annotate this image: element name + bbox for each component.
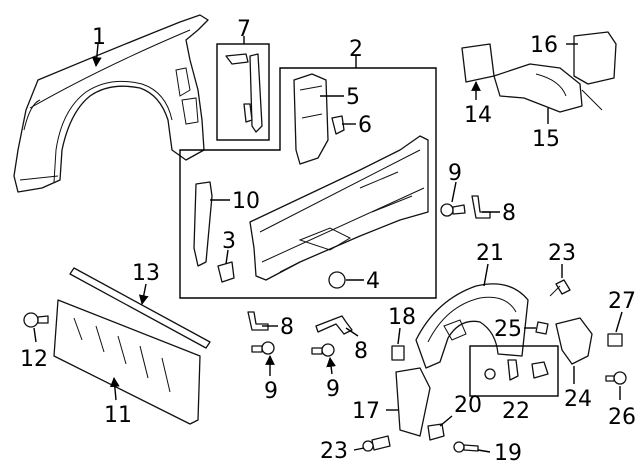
vertical-strip-part	[193, 181, 213, 267]
callout-1: 1	[92, 25, 106, 50]
leader-1	[91, 43, 102, 67]
clip-part-27	[607, 333, 623, 347]
callout-18: 18	[388, 305, 416, 330]
leader-20	[439, 415, 453, 427]
front-panel-part	[249, 135, 429, 281]
part-2-group-box	[179, 67, 437, 299]
bolt-part-9-upper	[440, 203, 466, 217]
wheelhouse-liner-part	[415, 283, 529, 369]
callout-11: 11	[104, 403, 132, 428]
callout-4: 4	[366, 269, 380, 294]
callout-9-upper: 9	[448, 161, 462, 186]
callout-10: 10	[232, 189, 260, 214]
callout-5: 5	[346, 85, 360, 110]
top-rail-strip-part	[69, 267, 211, 349]
grommet-part	[328, 271, 346, 289]
leader-9-middle	[326, 357, 336, 375]
bracket-part-17	[395, 367, 431, 437]
callout-25: 25	[494, 317, 522, 342]
clip-part-18	[391, 345, 405, 361]
clip-part-25	[535, 321, 549, 335]
bracket-part-8-left	[247, 311, 269, 331]
fastener-set-part	[484, 359, 549, 381]
bracket-part-8-middle	[315, 315, 353, 335]
callout-13: 13	[132, 261, 160, 286]
callout-15: 15	[532, 127, 560, 152]
tailgate-panel-part	[53, 299, 201, 425]
leader-3	[225, 249, 229, 265]
callout-23-upper: 23	[548, 241, 576, 266]
splash-shield-part	[555, 317, 593, 365]
leader-18	[397, 327, 401, 345]
leader-21	[483, 263, 489, 287]
callout-9-left: 9	[264, 379, 278, 404]
callout-22: 22	[502, 399, 530, 424]
quarter-panel-part	[13, 14, 209, 193]
callout-12: 12	[20, 347, 48, 372]
screw-part-26	[605, 371, 627, 385]
leader-9-upper	[451, 181, 457, 203]
part-22-group-box	[469, 345, 559, 397]
callout-14: 14	[464, 103, 492, 128]
callout-2: 2	[349, 37, 363, 62]
callout-9-middle: 9	[326, 377, 340, 402]
small-clip-part	[331, 115, 345, 135]
leader-27	[615, 311, 623, 333]
leader-23-lower	[353, 447, 365, 451]
callout-numbers: 1 7 2 5 6 10 3 4 9 8 14 15 16 13 11 12 8…	[20, 17, 636, 466]
pillar-bracket-part	[225, 53, 263, 133]
callout-19: 19	[494, 441, 522, 466]
leader-12	[33, 327, 37, 343]
screw-part-23-upper	[549, 279, 571, 297]
callout-27: 27	[608, 289, 636, 314]
bolt-part-9-middle	[311, 343, 335, 357]
callout-6: 6	[358, 113, 372, 138]
clip-part-20	[427, 423, 445, 441]
bolt-part-9-left	[251, 341, 275, 355]
fuel-door-part	[461, 43, 495, 83]
callout-23-lower: 23	[320, 439, 348, 464]
leader-13	[138, 283, 149, 305]
part-7-group-box	[216, 43, 270, 141]
callout-17: 17	[352, 399, 380, 424]
bracket-part-3	[217, 261, 235, 283]
callout-8-upper: 8	[502, 201, 516, 226]
screw-part-12	[23, 312, 49, 328]
bracket-part-8-upper	[471, 195, 491, 219]
fuel-housing-part	[493, 63, 603, 113]
callout-8-left: 8	[280, 315, 294, 340]
fuel-door-cover-part	[573, 31, 617, 85]
leader-11	[109, 377, 120, 401]
callout-24: 24	[564, 387, 592, 412]
callout-8-middle: 8	[354, 339, 368, 364]
callout-7: 7	[237, 17, 251, 42]
callout-26: 26	[608, 405, 636, 430]
callout-3: 3	[222, 229, 236, 254]
leader-lines	[33, 36, 623, 453]
callout-21: 21	[476, 241, 504, 266]
callout-16: 16	[530, 33, 558, 58]
callout-20: 20	[454, 393, 482, 418]
screw-part-23-lower	[362, 435, 391, 452]
leader-19	[477, 449, 491, 453]
screw-part-19	[453, 441, 479, 453]
leader-8-middle	[345, 327, 359, 337]
pillar-reinforcement-part	[293, 73, 329, 165]
